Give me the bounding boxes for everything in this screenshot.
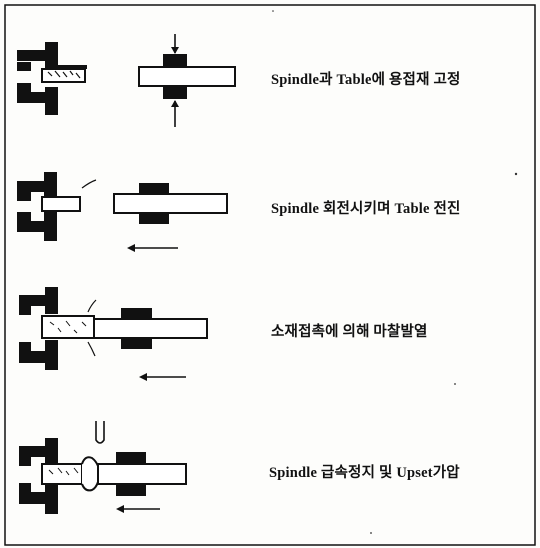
hatching: [47, 70, 81, 79]
table-clamp-top: [139, 183, 169, 193]
spindle-workpiece: [41, 196, 81, 212]
step-3-figure: [19, 287, 208, 381]
table-clamp-top: [121, 308, 152, 318]
step-1-figure: [17, 34, 236, 127]
spindle-workpiece: [41, 315, 95, 339]
weld-texture: [48, 467, 79, 476]
step-4-figure: [19, 421, 187, 514]
spindle-chuck: [17, 42, 87, 115]
step-2-figure: [17, 172, 228, 252]
spindle-chuck: [17, 172, 57, 241]
step-4-label: Spindle 급속정지 및 Upset가압: [269, 465, 460, 481]
table-clamp-bottom: [116, 485, 146, 496]
rotation-mark: [81, 179, 97, 189]
table-workpiece: [97, 463, 187, 485]
spindle-chuck: [19, 438, 58, 514]
frame: [4, 4, 536, 546]
heat-mark-top: [87, 299, 97, 313]
table-workpiece: [113, 193, 228, 214]
table-clamp-bottom: [121, 339, 152, 349]
heat-mark-bottom: [87, 341, 96, 357]
table-workpiece: [138, 66, 236, 87]
spindle-workpiece: [41, 463, 83, 485]
step-1-label: Spindle과 Table에 용접재 고정: [271, 72, 461, 88]
table-clamp-top: [163, 54, 187, 66]
heat-texture: [49, 320, 87, 334]
scan-specks: [272, 10, 518, 534]
stop-indicator: [95, 421, 105, 444]
upset-flash: [81, 456, 99, 492]
table-workpiece: [93, 318, 208, 339]
table-clamp-bottom: [139, 214, 169, 224]
spindle-workpiece: [41, 68, 86, 83]
step-3-label: 소재접촉에 의해 마찰발열: [271, 324, 428, 340]
spindle-chuck: [19, 287, 58, 370]
step-2-label: Spindle 회전시키며 Table 전진: [271, 201, 461, 217]
table-clamp-bottom: [163, 87, 187, 99]
table-clamp-top: [116, 452, 146, 463]
